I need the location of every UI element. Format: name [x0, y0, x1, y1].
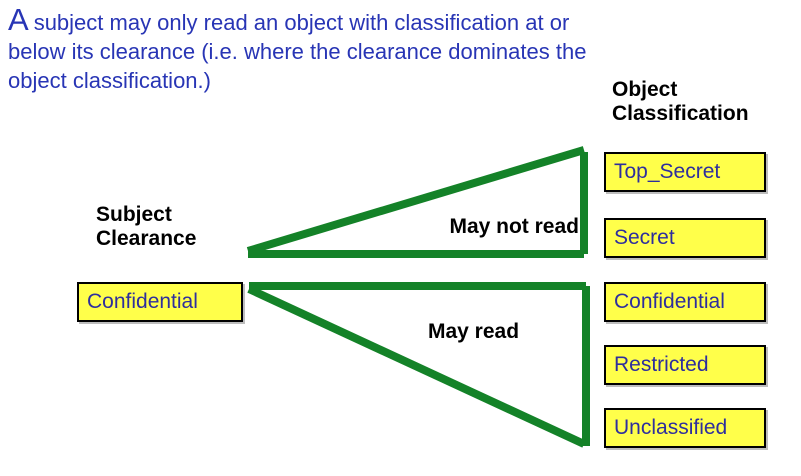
object-level-box-secret: Secret	[604, 218, 766, 258]
title-line-1-text: subject may only read an object with cla…	[33, 10, 570, 35]
subject-clearance-heading-line-1: Subject	[96, 203, 172, 226]
may-not-read-label: May not read	[449, 215, 579, 238]
may-not-read-triangle	[246, 146, 588, 258]
object-level-box-confidential: Confidential	[604, 282, 766, 322]
object-level-box-restricted: Restricted	[604, 345, 766, 385]
object-level-box-top-secret: Top_Secret	[604, 152, 766, 192]
subject-clearance-box: Confidential	[77, 282, 243, 322]
title-line-2: below its clearance (i.e. where the clea…	[8, 39, 587, 64]
object-classification-heading-line-1: Object	[612, 78, 678, 101]
subject-clearance-heading: Subject Clearance	[96, 203, 196, 251]
title-lead-letter: A	[8, 2, 29, 37]
may-read-label: May read	[428, 320, 520, 343]
may-read-triangle	[247, 282, 590, 448]
title-line-3: object classification.)	[8, 68, 211, 93]
subject-clearance-heading-line-2: Clearance	[96, 227, 197, 250]
object-classification-heading: Object Classification	[612, 78, 749, 126]
object-level-box-unclassified: Unclassified	[604, 408, 766, 448]
object-classification-heading-line-2: Classification	[612, 102, 749, 125]
